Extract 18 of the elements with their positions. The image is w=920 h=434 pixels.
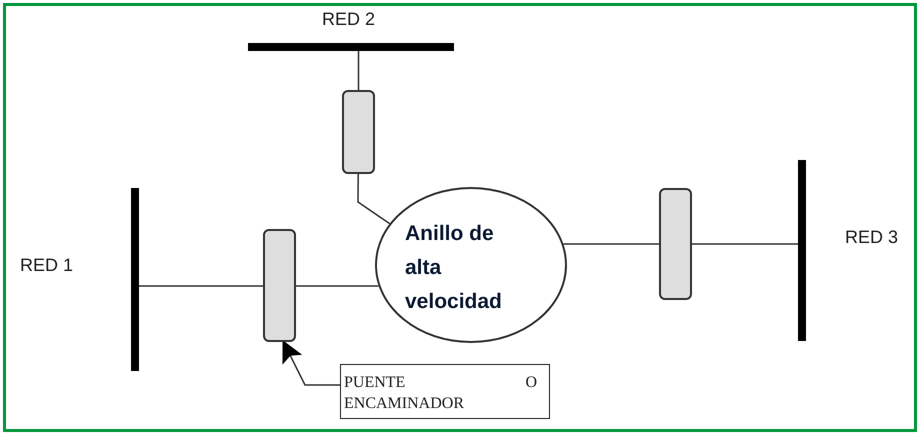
ring-label: Anillo de alta velocidad xyxy=(405,221,503,315)
bus-bar xyxy=(131,188,139,371)
bus-bar xyxy=(248,43,454,51)
router-box xyxy=(342,90,375,174)
router-box xyxy=(263,229,296,342)
leader-arrow xyxy=(282,340,340,386)
network-label: RED 1 xyxy=(20,255,74,276)
connector-line xyxy=(358,51,360,90)
callout-box: PUENTE O ENCAMINADOR xyxy=(340,364,550,419)
network-label: RED 3 xyxy=(845,227,898,248)
connector-line xyxy=(564,243,659,245)
network-label: RED 2 xyxy=(322,9,376,30)
router-box xyxy=(659,188,692,300)
bus-bar xyxy=(798,160,806,341)
connector-line xyxy=(139,285,263,287)
connector-line xyxy=(296,285,378,287)
connector-line xyxy=(692,243,798,245)
connector-line xyxy=(357,174,390,224)
